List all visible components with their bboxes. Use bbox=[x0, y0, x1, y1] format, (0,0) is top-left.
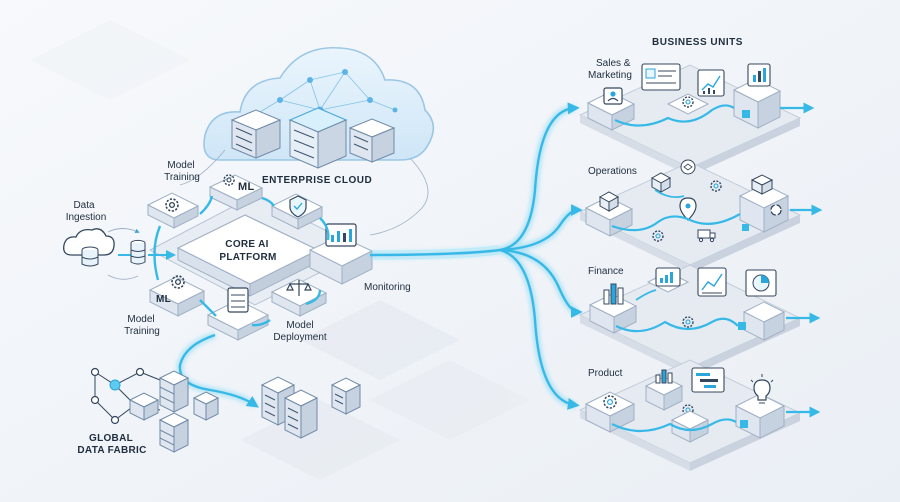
chart-icon bbox=[697, 69, 725, 97]
chart-icon bbox=[747, 63, 771, 87]
server-rack-icon bbox=[230, 109, 282, 159]
server-rack-icon bbox=[288, 107, 348, 169]
product-row bbox=[578, 359, 821, 471]
database-icon bbox=[128, 392, 160, 421]
gear-icon bbox=[165, 198, 179, 212]
shield-icon bbox=[289, 195, 307, 218]
background-shapes bbox=[30, 20, 530, 480]
data-ingestion-label-line1: Data bbox=[73, 200, 95, 211]
global-data-fabric-label-line2: DATA FABRIC bbox=[77, 445, 147, 456]
enterprise-cloud-label: ENTERPRISE CLOUD bbox=[262, 175, 373, 186]
roadmap-icon bbox=[691, 367, 725, 393]
operations-row bbox=[578, 159, 823, 273]
ml-module-top bbox=[208, 174, 264, 211]
sales-marketing-label-line2: Marketing bbox=[588, 70, 632, 81]
sales-marketing-label-line1: Sales & bbox=[596, 58, 631, 69]
gear-icon bbox=[603, 395, 617, 409]
model-training-top-label-line1: Model bbox=[167, 160, 195, 171]
global-data-fabric bbox=[90, 367, 362, 453]
model-training-top-label-line2: Training bbox=[164, 172, 200, 183]
model-training-bottom-module bbox=[148, 275, 206, 317]
sales-marketing-row bbox=[578, 63, 815, 176]
model-training-top-module bbox=[146, 192, 200, 229]
box-icon bbox=[598, 191, 620, 212]
global-data-fabric-label-line1: GLOBAL bbox=[88, 433, 134, 444]
pie-chart-icon bbox=[745, 269, 777, 297]
model-deployment-label-line1: Model bbox=[286, 320, 314, 331]
gear-icon bbox=[682, 96, 694, 108]
chart-icon bbox=[603, 283, 624, 305]
connector-lines bbox=[179, 149, 429, 236]
shield-module bbox=[270, 193, 324, 230]
cloud-icon bbox=[63, 228, 115, 256]
monitoring-label: Monitoring bbox=[364, 282, 411, 293]
chart-icon bbox=[697, 267, 727, 297]
ml-tag-bottom: ML bbox=[156, 294, 172, 305]
database-icon bbox=[192, 391, 220, 421]
server-rack-icon bbox=[227, 287, 249, 313]
truck-icon bbox=[697, 229, 716, 243]
platform-flow bbox=[153, 195, 330, 327]
model-training-bottom-label-line1: Model bbox=[127, 314, 155, 325]
scale-module bbox=[270, 278, 328, 317]
sync-icon bbox=[770, 204, 782, 216]
data-ingestion-label-line2: Ingestion bbox=[65, 212, 107, 223]
enterprise-cloud bbox=[203, 46, 435, 169]
model-deployment-label-line2: Deployment bbox=[273, 332, 327, 343]
finance-label: Finance bbox=[588, 266, 624, 277]
box-icon bbox=[650, 172, 672, 193]
model-deployment-module bbox=[206, 287, 270, 341]
box-badge-icon bbox=[680, 159, 696, 175]
data-ingestion bbox=[63, 228, 176, 280]
profile-card-icon bbox=[641, 63, 681, 91]
monitoring-module bbox=[308, 223, 374, 285]
ml-tag-top: ML bbox=[238, 181, 255, 193]
core-ai-platform-label-line2: PLATFORM bbox=[219, 252, 277, 263]
server-rack-icon bbox=[348, 118, 396, 163]
business-units-label: BUSINESS UNITS bbox=[652, 37, 743, 48]
gear-icon bbox=[652, 230, 664, 242]
box-icon bbox=[750, 174, 774, 195]
lightbulb-icon bbox=[750, 374, 774, 404]
finance-row bbox=[578, 264, 821, 376]
server-rack-icon bbox=[330, 377, 362, 415]
database-icon bbox=[158, 412, 190, 453]
balance-scale-icon bbox=[286, 280, 312, 296]
chart-icon bbox=[655, 369, 673, 384]
gear-icon bbox=[682, 316, 694, 328]
core-ai-platform-label-line1: CORE AI bbox=[225, 239, 269, 250]
gear-icon bbox=[171, 275, 185, 289]
product-label: Product bbox=[588, 368, 623, 379]
gear-icon bbox=[710, 180, 722, 192]
database-icon bbox=[130, 239, 146, 265]
chart-icon bbox=[655, 267, 681, 287]
chart-icon bbox=[325, 223, 357, 247]
main-flow bbox=[369, 102, 583, 410]
database-icon bbox=[158, 370, 190, 413]
model-training-bottom-label-line2: Training bbox=[124, 326, 160, 337]
server-rack-icon bbox=[283, 389, 319, 439]
user-icon bbox=[603, 87, 623, 105]
gear-icon bbox=[223, 174, 235, 186]
database-icon bbox=[81, 246, 99, 267]
operations-label: Operations bbox=[588, 166, 637, 177]
